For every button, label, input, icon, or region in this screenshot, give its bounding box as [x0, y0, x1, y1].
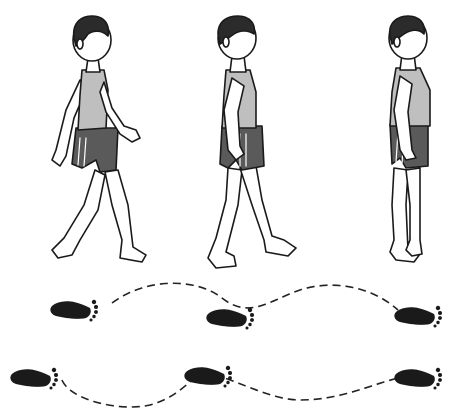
footprint-path-upper: [112, 283, 398, 310]
footprint-upper-3: [394, 306, 442, 328]
footprint-lower-3: [394, 368, 442, 390]
footprint-upper-1: [50, 300, 98, 322]
boy-figure-standing: [389, 16, 430, 262]
boy-figure-mid-step: [208, 16, 296, 268]
footprint-upper-2: [206, 308, 254, 330]
boy-figure-striding: [52, 16, 146, 262]
footprint-lower-2: [184, 366, 232, 388]
footprint-lower-1: [10, 368, 58, 390]
